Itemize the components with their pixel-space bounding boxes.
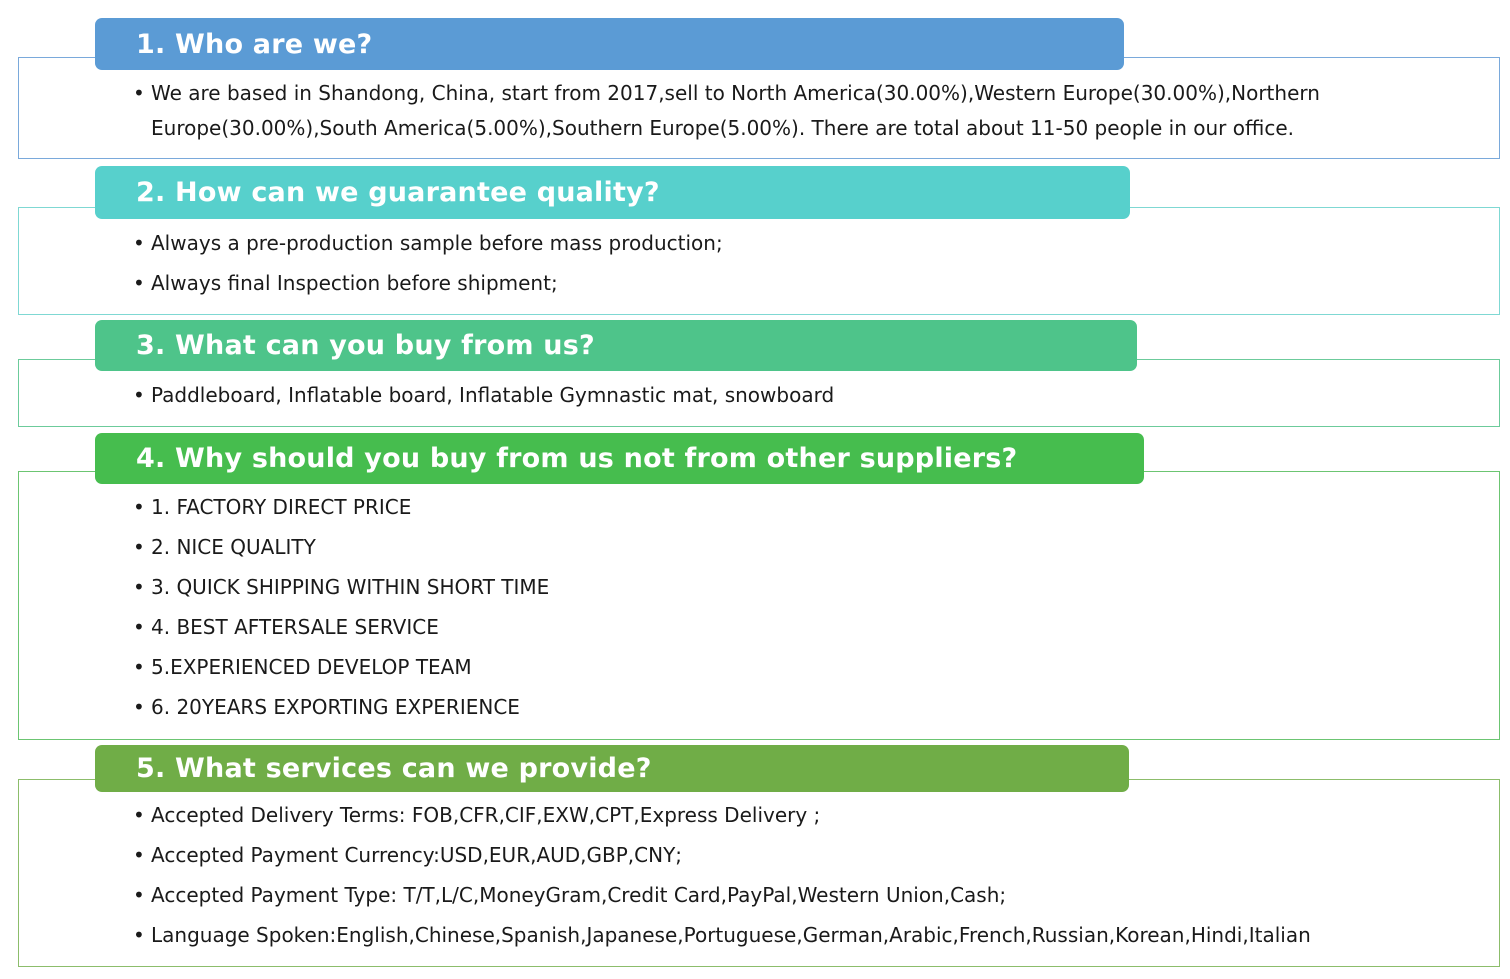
list-item: •1. FACTORY DIRECT PRICE xyxy=(133,490,1433,530)
item-text: 4. BEST AFTERSALE SERVICE xyxy=(151,615,439,639)
list-item: •Accepted Payment Type: T/T,L/C,MoneyGra… xyxy=(133,878,1433,918)
item-text: Accepted Payment Type: T/T,L/C,MoneyGram… xyxy=(151,883,1007,907)
item-text: 2. NICE QUALITY xyxy=(151,535,316,559)
item-text: 1. FACTORY DIRECT PRICE xyxy=(151,495,412,519)
section-2-header: 2. How can we guarantee quality? xyxy=(95,166,1130,219)
item-text: Always final Inspection before shipment; xyxy=(151,271,558,295)
bullet-icon: • xyxy=(133,535,145,559)
item-text: We are based in Shandong, China, start f… xyxy=(151,81,1320,140)
list-item: •Accepted Delivery Terms: FOB,CFR,CIF,EX… xyxy=(133,798,1433,838)
section-1-box xyxy=(18,57,1500,159)
bullet-icon: • xyxy=(133,615,145,639)
list-item: •Accepted Payment Currency:USD,EUR,AUD,G… xyxy=(133,838,1433,878)
list-item: •We are based in Shandong, China, start … xyxy=(133,76,1333,146)
section-5-box xyxy=(18,779,1500,967)
bullet-icon: • xyxy=(133,575,145,599)
item-text: Language Spoken:English,Chinese,Spanish,… xyxy=(151,923,1311,947)
item-text: Always a pre-production sample before ma… xyxy=(151,231,723,255)
section-2-list: •Always a pre-production sample before m… xyxy=(133,226,1433,306)
list-item: •Language Spoken:English,Chinese,Spanish… xyxy=(133,918,1433,958)
bullet-icon: • xyxy=(133,383,145,407)
item-text: Accepted Delivery Terms: FOB,CFR,CIF,EXW… xyxy=(151,803,821,827)
list-item: •3. QUICK SHIPPING WITHIN SHORT TIME xyxy=(133,570,1433,610)
list-item: •Always a pre-production sample before m… xyxy=(133,226,1433,266)
bullet-icon: • xyxy=(133,883,145,907)
bullet-icon: • xyxy=(133,495,145,519)
section-5-list: •Accepted Delivery Terms: FOB,CFR,CIF,EX… xyxy=(133,798,1433,958)
list-item: •Paddleboard, Inflatable board, Inflatab… xyxy=(133,378,1433,418)
section-1-header: 1. Who are we? xyxy=(95,18,1124,70)
item-text: Paddleboard, Inflatable board, Inflatabl… xyxy=(151,383,835,407)
section-1-list: •We are based in Shandong, China, start … xyxy=(133,76,1333,146)
section-4-list: •1. FACTORY DIRECT PRICE •2. NICE QUALIT… xyxy=(133,490,1433,730)
bullet-icon: • xyxy=(133,271,145,295)
bullet-icon: • xyxy=(133,803,145,827)
list-item: •5.EXPERIENCED DEVELOP TEAM xyxy=(133,650,1433,690)
section-3-header: 3. What can you buy from us? xyxy=(95,320,1137,371)
bullet-icon: • xyxy=(133,843,145,867)
bullet-icon: • xyxy=(133,81,145,105)
bullet-icon: • xyxy=(133,655,145,679)
section-2-box xyxy=(18,207,1500,315)
list-item: •Always final Inspection before shipment… xyxy=(133,266,1433,306)
item-text: 3. QUICK SHIPPING WITHIN SHORT TIME xyxy=(151,575,550,599)
list-item: •6. 20YEARS EXPORTING EXPERIENCE xyxy=(133,690,1433,730)
section-4-header: 4. Why should you buy from us not from o… xyxy=(95,433,1144,484)
section-5-header: 5. What services can we provide? xyxy=(95,745,1129,792)
item-text: 5.EXPERIENCED DEVELOP TEAM xyxy=(151,655,472,679)
bullet-icon: • xyxy=(133,923,145,947)
bullet-icon: • xyxy=(133,231,145,255)
bullet-icon: • xyxy=(133,695,145,719)
item-text: 6. 20YEARS EXPORTING EXPERIENCE xyxy=(151,695,520,719)
list-item: •2. NICE QUALITY xyxy=(133,530,1433,570)
list-item: •4. BEST AFTERSALE SERVICE xyxy=(133,610,1433,650)
item-text: Accepted Payment Currency:USD,EUR,AUD,GB… xyxy=(151,843,683,867)
section-3-list: •Paddleboard, Inflatable board, Inflatab… xyxy=(133,378,1433,418)
